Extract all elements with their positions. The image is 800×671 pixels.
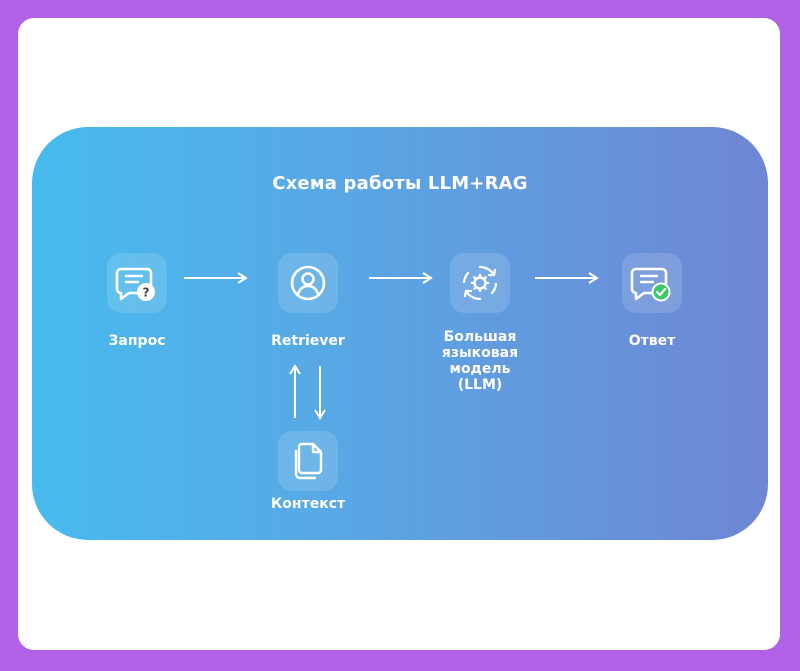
query-label: Запрос [108,333,166,349]
gear-cycle-icon [462,265,498,301]
answer-label: Ответ [628,333,676,349]
llm-node [450,253,510,313]
documents-icon [294,442,323,480]
llm-label-line-2: языковая [441,345,519,361]
arrow-context-to-retriever [289,364,301,418]
answer-node [622,253,682,313]
llm-label-line-4: (LLM) [457,377,503,393]
diagram-panel [32,127,768,540]
query-node: ? [107,253,167,313]
chat-check-icon [630,267,671,302]
retriever-label: Retriever [271,333,345,349]
arrow-query-to-retriever [184,272,248,284]
arrow-retriever-to-context [314,366,326,420]
diagram-title: Схема работы LLM+RAG [272,173,528,194]
arrow-llm-to-answer [535,272,599,284]
context-node [278,431,338,491]
llm-label: Большая языковая модель (LLM) [420,329,540,393]
context-label: Контекст [270,496,346,512]
llm-label-line-3: модель [449,361,511,377]
arrow-retriever-to-llm [369,272,433,284]
retriever-node [278,253,338,313]
llm-label-line-1: Большая [443,329,517,345]
user-circle-icon [290,265,326,301]
chat-question-icon: ? [115,267,155,301]
svg-text:?: ? [143,286,150,300]
